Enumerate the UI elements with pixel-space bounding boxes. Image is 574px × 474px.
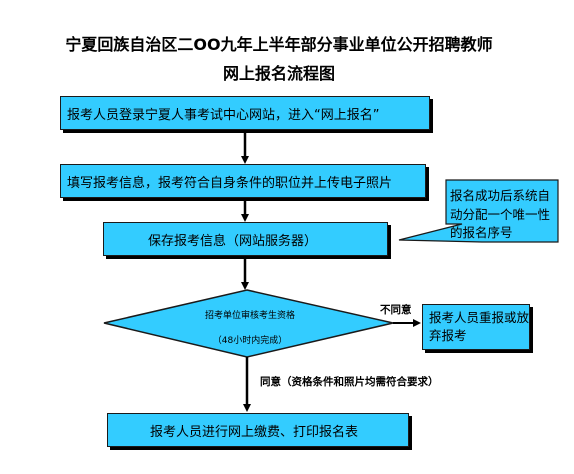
step-save-info-box: 保存报考信息（网站服务器）: [103, 222, 388, 256]
diagram-title-line1: 宁夏回族自治区二OO九年上半年部分事业单位公开招聘教师: [65, 35, 493, 54]
step-fill-info-box: 填写报考信息，报考符合自身条件的职位并上传电子照片: [60, 164, 426, 198]
review-decision-diamond: [103, 289, 394, 358]
disagree-result-box: 报考人员重报或放弃报考: [422, 304, 530, 350]
agree-label: 同意（资格条件和照片均需符合要求）: [260, 376, 439, 388]
step-fill-info-text: 填写报考信息，报考符合自身条件的职位并上传电子照片: [67, 175, 393, 191]
step-save-info-text: 保存报考信息（网站服务器）: [148, 233, 318, 249]
diagram-title-line2: 网上报名流程图: [222, 64, 335, 83]
callout-text: 报名成功后系统自动分配一个唯一性的报名序号: [450, 188, 551, 240]
disagree-result-text: 报考人员重报或放弃报考: [429, 310, 530, 343]
step-login-box: 报考人员登录宁夏人事考试中心网站，进入“网上报名”: [60, 96, 430, 130]
review-text-line1: 招考单位审核考生资格: [204, 311, 295, 321]
callout-bubble: [398, 179, 559, 243]
step-payment-box: 报考人员进行网上缴费、打印报名表: [107, 413, 409, 447]
disagree-label: 不同意: [380, 304, 412, 316]
step-payment-text: 报考人员进行网上缴费、打印报名表: [150, 424, 359, 440]
review-text-line2: （48小时内完成）: [212, 336, 288, 346]
step-login-text: 报考人员登录宁夏人事考试中心网站，进入“网上报名”: [67, 107, 380, 123]
